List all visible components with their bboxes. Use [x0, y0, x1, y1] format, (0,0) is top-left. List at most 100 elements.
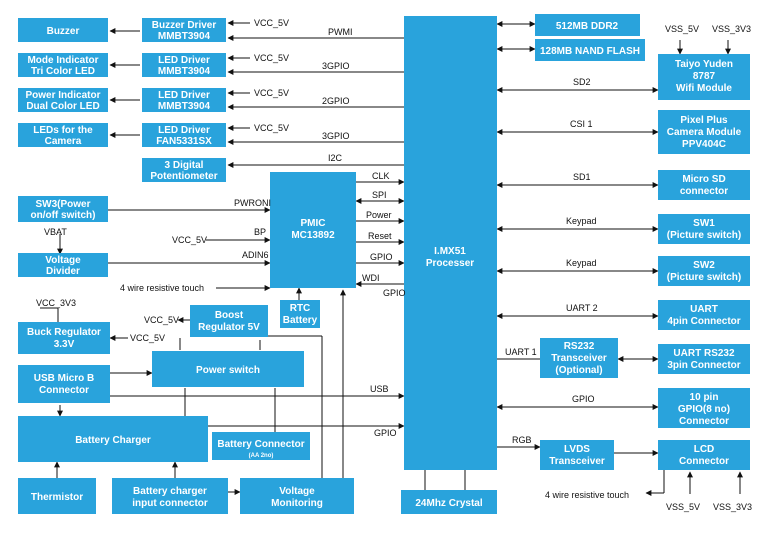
- led-driver-2-line1: LED Driver: [158, 90, 210, 101]
- buck-regulator-block: Buck Regulator 3.3V: [18, 322, 110, 354]
- power-indicator-line1: Power Indicator: [25, 90, 100, 101]
- lcd-connector-block: LCD Connector: [658, 440, 750, 470]
- voltage-divider-line1: Voltage: [45, 255, 81, 266]
- adin6-label: ADIN6: [242, 250, 269, 260]
- pwroni-label: PWRONI: [234, 198, 271, 208]
- uart2-label: UART 2: [566, 303, 598, 313]
- lvds-line2: Transceiver: [549, 456, 605, 467]
- led-driver-2-block: LED Driver MMBT3904: [142, 88, 226, 112]
- leds-camera-line2: Camera: [45, 136, 82, 147]
- battery-charger-label: Battery Charger: [75, 435, 151, 446]
- imx51-block: I.MX51 Processer: [404, 16, 497, 470]
- power-switch-label: Power switch: [196, 365, 260, 376]
- ddr2-label: 512MB DDR2: [556, 21, 619, 32]
- wifi-line2: 8787: [693, 71, 716, 82]
- microsd-line1: Micro SD: [682, 174, 725, 185]
- ddr2-block: 512MB DDR2: [535, 14, 640, 36]
- sw3-line2: on/off switch): [31, 210, 96, 221]
- potentiometer-line1: 3 Digital: [165, 160, 204, 171]
- microsd-block: Micro SD connector: [658, 170, 750, 200]
- lcd-line2: Connector: [679, 456, 729, 467]
- rs232-line3: (Optional): [555, 365, 602, 376]
- wifi-module-block: Taiyo Yuden 8787 Wifi Module: [658, 54, 750, 100]
- signal-labels: VCC_5V VCC_5V VCC_5V VCC_5V PWMI 3GPIO 2…: [36, 18, 752, 512]
- leds-camera-block: LEDs for the Camera: [18, 123, 108, 147]
- vcc5v-label: VCC_5V: [130, 333, 165, 343]
- uart1-label: UART 1: [505, 347, 537, 357]
- pmic-block: PMIC MC13892: [270, 172, 356, 288]
- buzzer-driver-line1: Buzzer Driver: [152, 20, 217, 31]
- usb-micro-b-line1: USB Micro B: [34, 373, 95, 384]
- battery-connector-label: Battery Connector: [217, 439, 304, 450]
- vcc5v-label: VCC_5V: [254, 53, 289, 63]
- rs232-transceiver-block: RS232 Transceiver (Optional): [540, 338, 618, 378]
- reset-label: Reset: [368, 231, 392, 241]
- lvds-line1: LVDS: [564, 444, 590, 455]
- nand-label: 128MB NAND FLASH: [540, 46, 640, 57]
- gpio10-line3: Connector: [679, 416, 729, 427]
- mode-indicator-line1: Mode Indicator: [27, 55, 98, 66]
- gpio-label: GPIO: [370, 252, 393, 262]
- power-indicator-block: Power Indicator Dual Color LED: [18, 88, 108, 112]
- power-indicator-line2: Dual Color LED: [26, 101, 99, 112]
- imx51-line2: Processer: [426, 258, 474, 269]
- connection-lines: [40, 20, 743, 496]
- clk-label: CLK: [372, 171, 390, 181]
- touch-label: 4 wire resistive touch: [545, 490, 629, 500]
- pmic-line1: PMIC: [301, 218, 326, 229]
- boost-line1: Boost: [215, 310, 244, 321]
- wdi-label: WDI: [362, 273, 380, 283]
- uart4-block: UART 4pin Connector: [658, 300, 750, 330]
- uart-rs232-line1: UART RS232: [673, 348, 735, 359]
- sw1-line1: SW1: [693, 218, 715, 229]
- led-driver-3-line2: FAN5331SX: [156, 136, 212, 147]
- sd1-label: SD1: [573, 172, 591, 182]
- sw2-block: SW2 (Picture switch): [658, 256, 750, 286]
- pmic-line2: MC13892: [291, 230, 335, 241]
- uart4-line2: 4pin Connector: [667, 316, 740, 327]
- vss3v3-label: VSS_3V3: [713, 502, 752, 512]
- crystal-label: 24Mhz Crystal: [415, 498, 482, 509]
- microsd-line2: connector: [680, 186, 728, 197]
- gpio3-label: 3GPIO: [322, 61, 350, 71]
- mode-indicator-block: Mode Indicator Tri Color LED: [18, 53, 108, 77]
- charger-input-line2: input connector: [132, 498, 208, 509]
- vcc5v-label: VCC_5V: [254, 123, 289, 133]
- lcd-line1: LCD: [694, 444, 715, 455]
- vbat-label: VBAT: [44, 227, 67, 237]
- boost-regulator-block: Boost Regulator 5V: [190, 305, 268, 337]
- rs232-line1: RS232: [564, 341, 595, 352]
- vcc5v-label: VCC_5V: [254, 18, 289, 28]
- bp-label: BP: [254, 227, 266, 237]
- gpio3-label: 3GPIO: [322, 131, 350, 141]
- charger-input-line1: Battery charger: [133, 486, 207, 497]
- spi-label: SPI: [372, 190, 387, 200]
- potentiometer-line2: Potentiometer: [150, 171, 217, 182]
- uart-rs232-block: UART RS232 3pin Connector: [658, 344, 750, 374]
- battery-connector-block: Battery Connector (AA 2no): [212, 432, 310, 460]
- sw1-line2: (Picture switch): [667, 230, 741, 241]
- rtc-battery-block: RTC Battery: [280, 300, 320, 328]
- sw1-block: SW1 (Picture switch): [658, 214, 750, 244]
- rs232-line2: Transceiver: [551, 353, 607, 364]
- voltage-monitoring-line1: Voltage: [279, 486, 315, 497]
- pwmi-label: PWMI: [328, 27, 353, 37]
- voltage-monitoring-line2: Monitoring: [271, 498, 323, 509]
- buzzer-label: Buzzer: [47, 26, 80, 37]
- gpio2-label: 2GPIO: [322, 96, 350, 106]
- wifi-line3: Wifi Module: [676, 83, 732, 94]
- battery-connector-sub: (AA 2no): [249, 453, 274, 459]
- buzzer-driver-block: Buzzer Driver MMBT3904: [142, 18, 226, 42]
- thermistor-block: Thermistor: [18, 478, 96, 514]
- vcc5v-label: VCC_5V: [254, 88, 289, 98]
- buck-line1: Buck Regulator: [27, 327, 101, 338]
- led-driver-1-line2: MMBT3904: [158, 66, 211, 77]
- gpio10-line2: GPIO(8 no): [678, 404, 730, 415]
- camera-line1: Pixel Plus: [680, 115, 728, 126]
- gpio-label: GPIO: [383, 288, 406, 298]
- power-label: Power: [366, 210, 392, 220]
- nand-block: 128MB NAND FLASH: [535, 39, 645, 61]
- rtc-line2: Battery: [283, 315, 318, 326]
